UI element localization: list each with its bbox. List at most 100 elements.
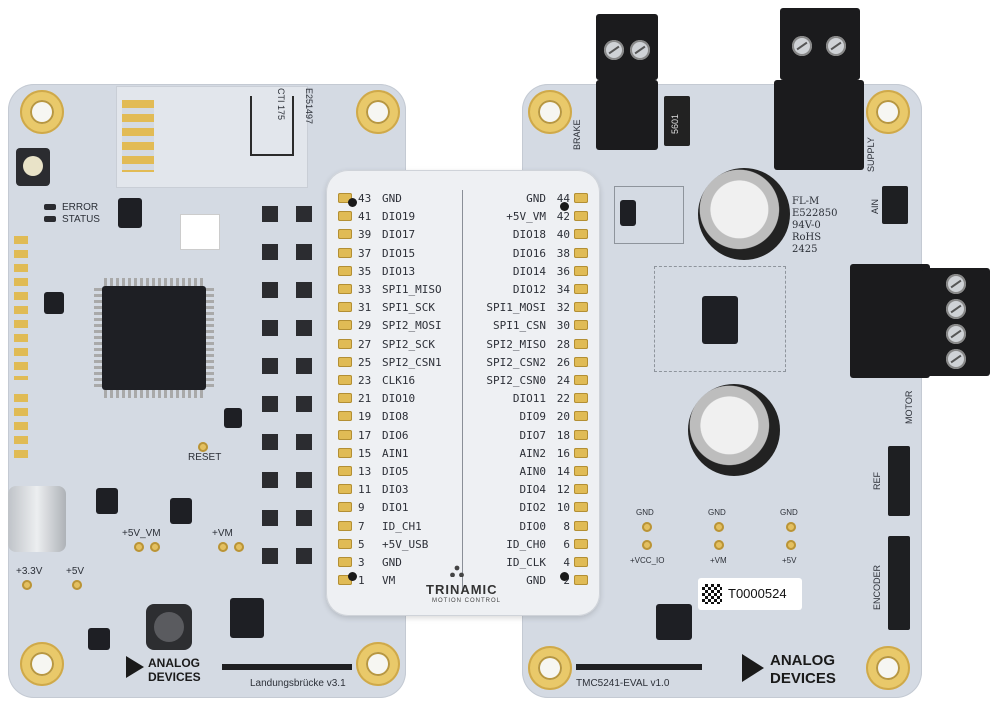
gold-finger-pad[interactable] [338, 520, 352, 531]
test-pad[interactable] [72, 580, 82, 590]
brake-terminal-base [596, 80, 658, 150]
ain-label: AIN [870, 198, 880, 214]
pin-left-signal: +5V_USB [382, 537, 429, 551]
gold-finger-pad[interactable] [338, 265, 352, 276]
pin-right-signal: DIO0 [519, 519, 547, 533]
cap-marking: FL-M [792, 196, 820, 207]
test-pad[interactable] [134, 542, 144, 552]
terminal-screw[interactable] [630, 40, 650, 60]
test-pad[interactable] [786, 522, 796, 532]
gold-finger-pad[interactable] [338, 302, 352, 313]
pin-right-signal: DIO2 [519, 501, 547, 515]
pin-left-signal: CLK16 [382, 374, 416, 387]
gold-finger-pad[interactable] [338, 338, 352, 349]
encoder-header[interactable] [888, 536, 910, 630]
pin-right-label: 26 [556, 355, 570, 369]
gold-finger-pad[interactable] [574, 356, 588, 367]
gold-finger-pad[interactable] [574, 538, 588, 549]
pin-right-label: 14 [556, 465, 570, 478]
test-pad[interactable] [714, 522, 724, 532]
gold-finger-pad[interactable] [338, 466, 352, 476]
pin-left-signal: GND [382, 192, 402, 205]
pin-left-label: 35 [358, 264, 372, 278]
tmc5241-driver-chip [702, 296, 738, 344]
reset-switch-cap[interactable] [23, 156, 43, 176]
gold-finger-pad[interactable] [574, 284, 588, 294]
trinamic-logo-icon [450, 564, 464, 578]
gold-finger-pad[interactable] [574, 557, 588, 567]
gold-finger-pad[interactable] [338, 538, 352, 549]
gold-finger-pad[interactable] [574, 229, 588, 240]
test-pad[interactable] [786, 540, 796, 550]
test-pad[interactable] [714, 540, 724, 550]
pin-left-label: 23 [358, 374, 372, 387]
gold-finger-pad[interactable] [338, 557, 352, 567]
test-pad[interactable] [642, 522, 652, 532]
reset-pad[interactable] [198, 442, 208, 452]
pin-left-signal: SPI1_SCK [382, 301, 435, 315]
gold-finger-pad[interactable] [338, 484, 352, 495]
pin-left-label: 39 [358, 228, 372, 242]
gold-finger-pad[interactable] [574, 211, 588, 222]
gold-finger-pad[interactable] [338, 229, 352, 240]
terminal-screw[interactable] [946, 349, 966, 369]
gold-finger-pad[interactable] [574, 338, 588, 349]
test-pad[interactable] [234, 542, 244, 552]
gold-finger-pad[interactable] [574, 247, 588, 258]
gold-finger-pad[interactable] [338, 356, 352, 367]
terminal-screw[interactable] [946, 324, 966, 344]
mounting-hole [528, 646, 572, 690]
gold-finger-pad[interactable] [574, 320, 588, 331]
pin-left-signal: SPI1_MISO [382, 283, 442, 296]
pin-right-label: 18 [556, 428, 570, 442]
test-pad[interactable] [150, 542, 160, 552]
gold-finger-pad[interactable] [338, 375, 352, 385]
gold-finger-pad[interactable] [338, 211, 352, 222]
pin-right-label: 42 [556, 210, 570, 224]
mounting-hole [866, 90, 910, 134]
gold-finger-pad[interactable] [574, 429, 588, 440]
terminal-screw[interactable] [946, 274, 966, 294]
gold-finger-pad[interactable] [338, 284, 352, 294]
gold-finger-pad[interactable] [574, 375, 588, 385]
test-pad[interactable] [218, 542, 228, 552]
pin-left-signal: DIO13 [382, 264, 416, 278]
gold-finger-pad[interactable] [574, 502, 588, 513]
gold-finger-pad[interactable] [338, 411, 352, 422]
gold-finger-pad[interactable] [574, 484, 588, 495]
gold-finger-pad[interactable] [338, 193, 352, 203]
gold-finger-pad[interactable] [574, 302, 588, 313]
gold-finger-pad[interactable] [338, 429, 352, 440]
gold-finger-pad[interactable] [574, 447, 588, 458]
terminal-screw[interactable] [826, 36, 846, 56]
gold-finger-pad[interactable] [338, 320, 352, 331]
usb-c-connector[interactable] [8, 486, 66, 552]
terminal-screw[interactable] [792, 36, 812, 56]
ain-header[interactable] [882, 186, 908, 224]
pin-left-label: 5 [358, 537, 365, 551]
gold-finger-pad[interactable] [338, 247, 352, 258]
gold-finger-pad[interactable] [338, 393, 352, 404]
gold-finger-pad[interactable] [338, 575, 352, 586]
gold-finger-pad[interactable] [574, 466, 588, 476]
gold-finger-pad[interactable] [338, 447, 352, 458]
mcu-pins [104, 390, 204, 398]
gold-finger-pad[interactable] [338, 502, 352, 513]
gold-finger-pad[interactable] [574, 575, 588, 586]
ref-header[interactable] [888, 446, 910, 516]
test-pad[interactable] [642, 540, 652, 550]
gold-finger-pad[interactable] [574, 411, 588, 422]
gold-finger-pad[interactable] [574, 393, 588, 404]
label-5v: +5V [66, 566, 85, 577]
terminal-screw[interactable] [604, 40, 624, 60]
gold-finger-pad[interactable] [574, 520, 588, 531]
gold-finger-pad[interactable] [574, 193, 588, 203]
terminal-screw[interactable] [946, 299, 966, 319]
test-pad[interactable] [22, 580, 32, 590]
gold-finger-pad[interactable] [574, 265, 588, 276]
motor-terminal-base [850, 264, 930, 378]
